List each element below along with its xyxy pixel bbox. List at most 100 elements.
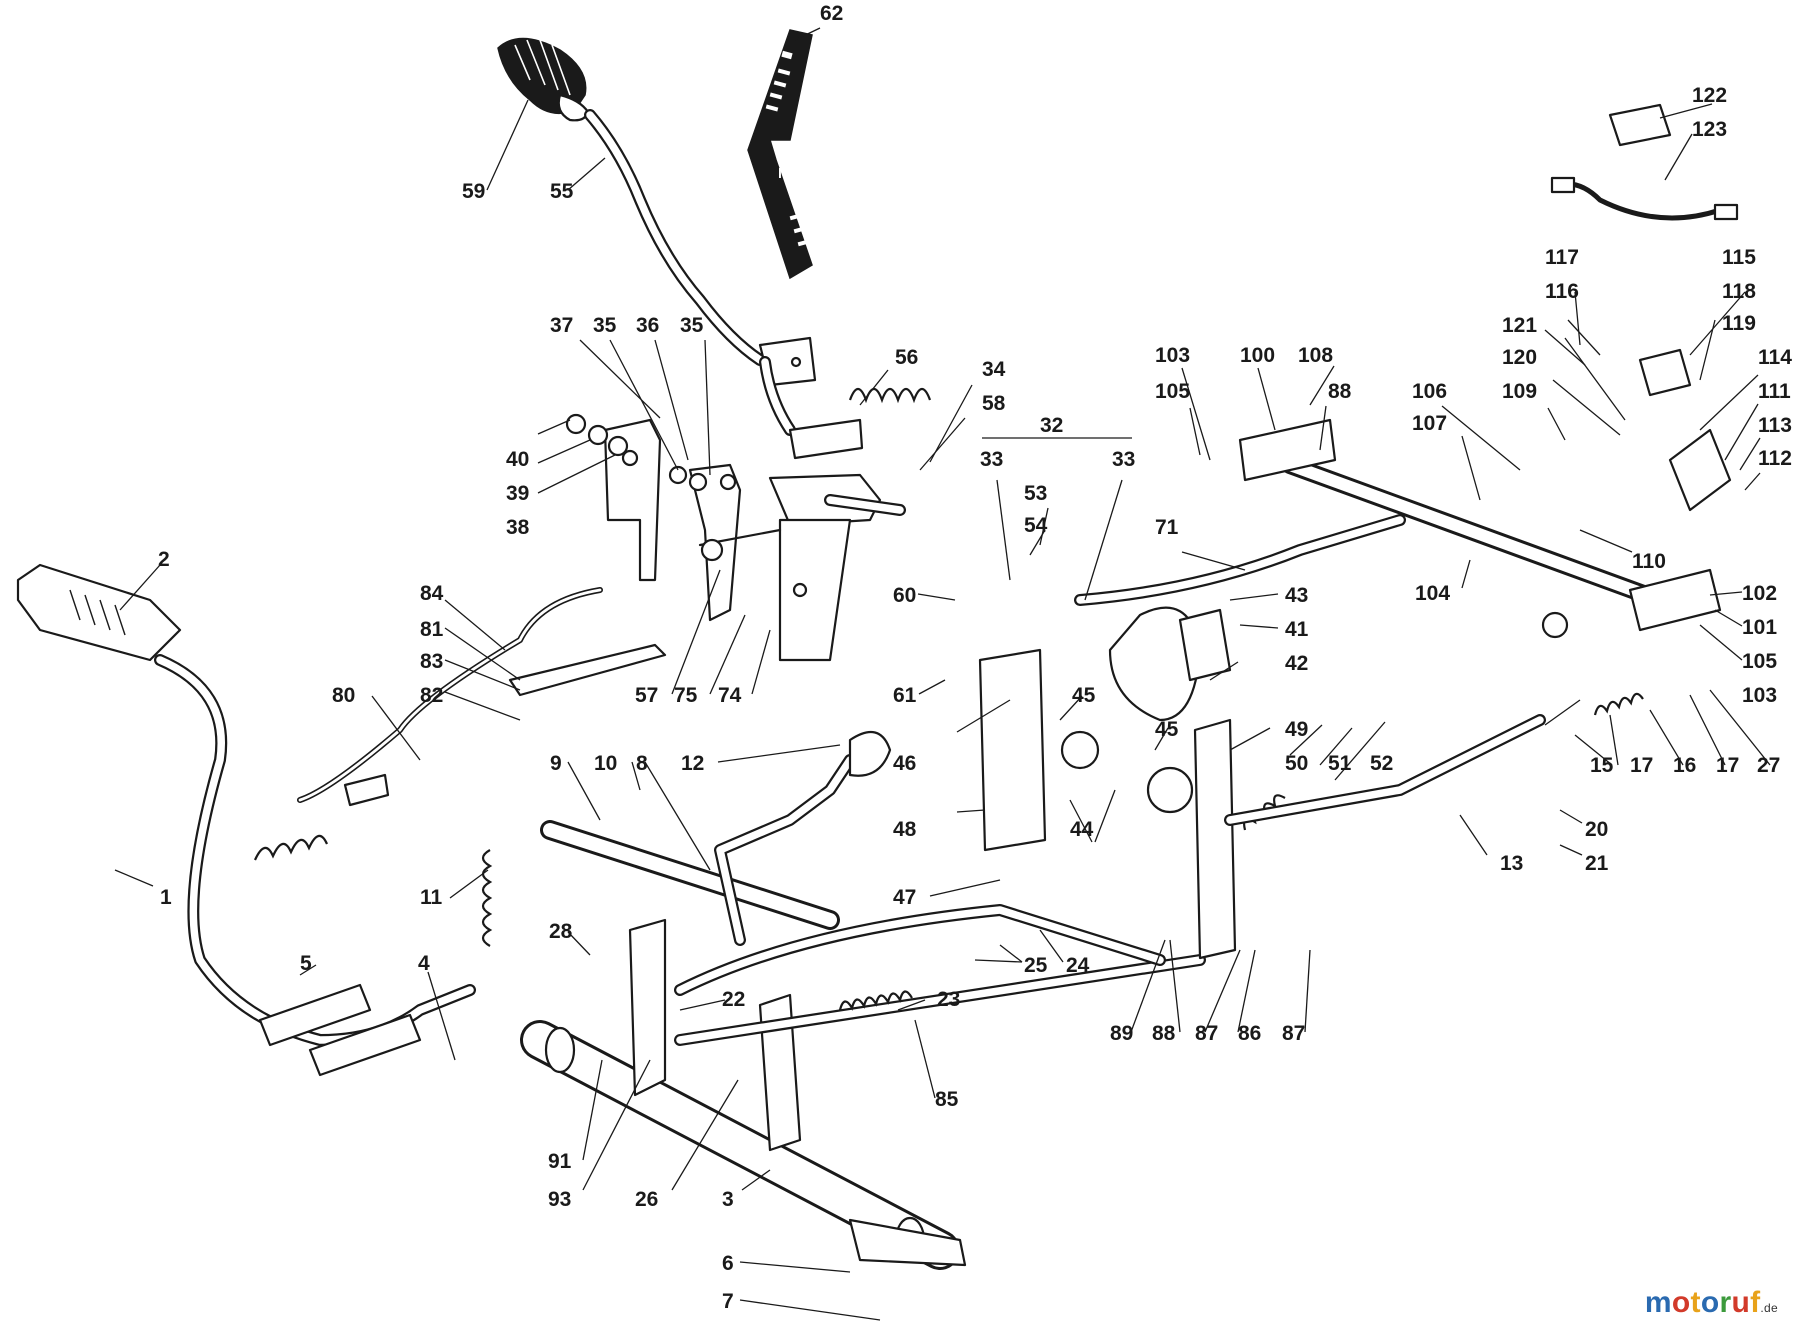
- pedal-and-rod: [16, 563, 476, 1077]
- part-label-42: 42: [1285, 652, 1308, 675]
- part-label-20: 20: [1585, 818, 1608, 841]
- part-label-44: 44: [1070, 818, 1094, 841]
- part-label-45a: 45: [1072, 684, 1096, 707]
- part-label-112: 112: [1758, 447, 1792, 470]
- part-label-17b: 17: [1716, 754, 1739, 777]
- part-label-2: 2: [158, 548, 170, 571]
- mounting-plates: [978, 606, 1237, 960]
- part-label-113: 113: [1758, 414, 1792, 437]
- lever-bracket: [768, 473, 906, 662]
- part-label-119: 119: [1722, 312, 1756, 335]
- shift-lever: [584, 109, 864, 460]
- part-label-35b: 35: [680, 314, 704, 337]
- part-label-120: 120: [1502, 346, 1537, 369]
- part-label-102: 102: [1742, 582, 1777, 605]
- part-label-111: 111: [1758, 380, 1791, 403]
- part-label-75: 75: [674, 684, 698, 707]
- relay-and-harness: [1550, 103, 1739, 221]
- part-label-114: 114: [1758, 346, 1792, 369]
- part-label-53: 53: [1024, 482, 1047, 505]
- part-label-45b: 45: [1155, 718, 1179, 741]
- watermark-letter: r: [1719, 1286, 1732, 1319]
- part-label-10: 10: [594, 752, 617, 775]
- part-label-89: 89: [1110, 1022, 1133, 1045]
- part-label-55: 55: [550, 180, 574, 203]
- part-label-4: 4: [418, 952, 430, 975]
- part-label-81: 81: [420, 618, 444, 641]
- part-label-103b: 103: [1742, 684, 1777, 707]
- spring-56: [848, 387, 932, 404]
- part-label-101: 101: [1742, 616, 1777, 639]
- part-label-27: 27: [1757, 754, 1780, 777]
- part-label-86: 86: [1238, 1022, 1261, 1045]
- part-label-22: 22: [722, 988, 745, 1011]
- part-label-9: 9: [550, 752, 562, 775]
- part-label-93: 93: [548, 1188, 571, 1211]
- part-label-16: 16: [1673, 754, 1696, 777]
- main-cross-shaft: [520, 918, 967, 1270]
- part-number-labels: 62 59 55 122 123 117 115 116 118 119 121…: [158, 2, 1792, 1313]
- part-label-50: 50: [1285, 752, 1308, 775]
- part-label-51: 51: [1328, 752, 1352, 775]
- part-label-57: 57: [635, 684, 658, 707]
- part-label-15: 15: [1590, 754, 1614, 777]
- part-label-59: 59: [462, 180, 485, 203]
- watermark-letter: f: [1750, 1286, 1761, 1319]
- part-label-91: 91: [548, 1150, 572, 1173]
- part-label-107: 107: [1412, 412, 1447, 435]
- part-label-85: 85: [935, 1088, 959, 1111]
- part-label-106: 106: [1412, 380, 1447, 403]
- fasteners-right: [1541, 348, 1732, 639]
- cable-bracket: [508, 643, 667, 697]
- part-label-32: 32: [1040, 414, 1063, 437]
- part-label-43: 43: [1285, 584, 1308, 607]
- part-label-26: 26: [635, 1188, 658, 1211]
- part-label-5: 5: [300, 952, 312, 975]
- watermark-letter: o: [1671, 1286, 1691, 1319]
- part-label-17a: 17: [1630, 754, 1653, 777]
- watermark-letter: u: [1731, 1286, 1751, 1319]
- part-label-33a: 33: [980, 448, 1003, 471]
- site-watermark-logo: motoruf.de: [1645, 1286, 1778, 1320]
- part-label-88b: 88: [1152, 1022, 1176, 1045]
- part-label-100: 100: [1240, 344, 1275, 367]
- part-label-117: 117: [1545, 246, 1579, 269]
- part-label-61: 61: [893, 684, 917, 707]
- part-label-87a: 87: [1195, 1022, 1218, 1045]
- part-label-83: 83: [420, 650, 443, 673]
- part-label-38: 38: [506, 516, 530, 539]
- part-label-33b: 33: [1112, 448, 1135, 471]
- part-label-118: 118: [1722, 280, 1756, 303]
- part-label-71: 71: [1155, 516, 1179, 539]
- part-label-82: 82: [420, 684, 443, 707]
- part-label-62: 62: [820, 2, 843, 25]
- part-label-11: 11: [420, 886, 443, 909]
- part-label-87b: 87: [1282, 1022, 1305, 1045]
- part-label-25: 25: [1024, 954, 1048, 977]
- part-label-46: 46: [893, 752, 916, 775]
- part-label-47: 47: [893, 886, 916, 909]
- shift-arm-shaft: [540, 730, 892, 946]
- watermark-letter: o: [1700, 1286, 1720, 1319]
- control-cable: [253, 587, 603, 861]
- part-label-40: 40: [506, 448, 529, 471]
- part-label-34: 34: [982, 358, 1006, 381]
- part-label-80: 80: [332, 684, 355, 707]
- part-label-88a: 88: [1328, 380, 1352, 403]
- part-label-48: 48: [893, 818, 917, 841]
- spring-23: [838, 990, 913, 1011]
- part-label-12: 12: [681, 752, 704, 775]
- part-label-35a: 35: [593, 314, 617, 337]
- part-label-115: 115: [1722, 246, 1756, 269]
- shift-knob-grip: [497, 37, 590, 122]
- part-label-104: 104: [1415, 582, 1450, 605]
- part-label-7: 7: [722, 1290, 734, 1313]
- part-label-56: 56: [895, 346, 918, 369]
- part-label-52: 52: [1370, 752, 1393, 775]
- part-label-24: 24: [1066, 954, 1090, 977]
- part-label-58: 58: [982, 392, 1006, 415]
- part-label-84: 84: [420, 582, 444, 605]
- part-label-8: 8: [636, 752, 648, 775]
